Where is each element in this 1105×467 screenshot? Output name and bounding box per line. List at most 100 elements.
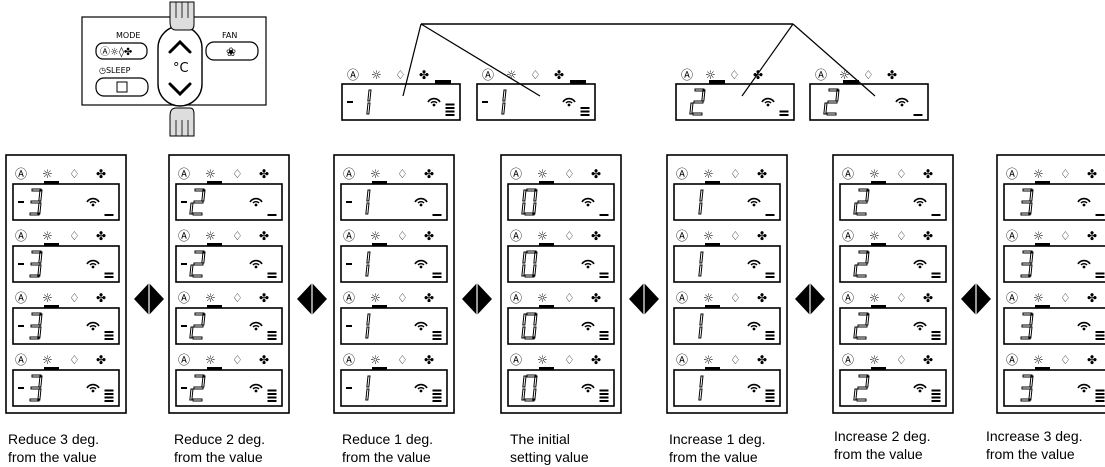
cool-mode-icon: ✤ [96,229,106,243]
swing-icon-dot [419,327,423,331]
caption-reduce-3: Reduce 3 deg. from the value [8,430,99,466]
digit-segment [192,398,203,402]
digit-segment [856,274,867,278]
fan-speed-bar [580,107,590,109]
dry-mode-icon: ♢ [232,229,243,243]
auto-mode-icon: Ⓐ [178,167,190,181]
fan-button [205,41,259,61]
fan-speed-bar [599,334,609,337]
swing-icon-inner [584,325,592,328]
caption-line-1: Increase 2 deg. [834,428,931,444]
fan-speed-bar [1095,400,1105,402]
swing-icon-dot [432,103,436,107]
digit-segment [365,264,370,277]
cool-mode-icon: ✤ [96,167,106,181]
cool-mode-icon: ✤ [424,353,434,367]
top-lcd-display [675,83,795,121]
swing-icon [747,321,761,327]
swing-icon-dot [567,103,571,107]
minus-sign [482,101,488,103]
fan-speed-bar [599,396,609,399]
cool-mode-icon: ✤ [591,291,601,305]
fan-speed-bar [104,393,114,395]
dry-mode-icon: ♢ [863,68,874,82]
lcd-display [340,307,448,345]
digit-segment [367,89,372,102]
swing-icon-dot [254,389,258,393]
swing-icon [581,383,595,389]
digit-segment [193,324,204,328]
mode-indicator-bar [709,80,725,85]
dry-mode-icon: ♢ [232,291,243,305]
heat-mode-icon: ☼ [703,353,714,367]
dry-mode-icon: ♢ [730,353,741,367]
caption-reduce-2: Reduce 2 deg. from the value [174,430,265,466]
temp-up-icon [168,39,192,54]
heat-mode-icon: ☼ [703,291,714,305]
fan-speed-bar [1095,334,1105,337]
lcd-frame [507,307,615,345]
fan-speed-bar [599,272,609,275]
swing-icon [913,197,927,203]
dry-mode-icon: ♢ [1060,229,1071,243]
lcd-display [673,307,781,345]
heat-mode-icon: ☼ [42,353,53,367]
fan-speed-bar [104,389,114,392]
cool-mode-icon: ✤ [96,291,106,305]
fan-speed-bar [432,214,442,216]
lcd-frame [175,307,283,345]
fan-speed-bar [267,396,277,399]
swing-icon [414,259,428,265]
lcd-display [839,245,947,283]
digit-segment [1021,386,1032,390]
swing-icon [913,321,927,327]
heat-mode-icon: ☼ [370,229,381,243]
fan-speed-bar [765,334,775,337]
heat-mode-icon: ☼ [1033,229,1044,243]
lcd-display [1003,245,1105,283]
swing-icon-dot [752,203,756,207]
minus-sign [181,387,187,389]
caption-increase-2: Increase 2 deg. from the value [834,427,931,463]
cool-mode-icon: ✤ [923,291,933,305]
auto-mode-icon: Ⓐ [178,229,190,243]
fan-speed-bar [104,214,114,216]
fan-speed-bar [432,334,442,337]
swing-icon-dot [1082,327,1086,331]
auto-mode-icon: Ⓐ [510,167,522,181]
fan-speed-bar [1095,396,1105,399]
minus-sign [181,201,187,203]
lcd-display [12,307,120,345]
auto-mode-icon: Ⓐ [347,68,359,82]
caption-line-2: setting value [510,449,589,465]
fan-speed-bar [765,393,775,395]
fan-speed-bar [267,276,277,278]
swing-icon-inner [565,101,573,104]
temperature-step-group: Ⓐ☼♢✤Ⓐ☼♢✤Ⓐ☼♢✤Ⓐ☼♢✤ [666,154,788,414]
dry-mode-icon: ♢ [729,68,740,82]
fan-speed-bar [445,103,455,106]
lcd-frame [175,245,283,283]
swing-icon-dot [254,203,258,207]
heat-mode-icon: ☼ [869,229,880,243]
auto-mode-icon: Ⓐ [1006,229,1018,243]
cool-mode-icon: ✤ [1087,353,1097,367]
fan-speed-bar [1095,389,1105,392]
minus-sign [346,201,352,203]
mode-indicator-bar [570,80,586,85]
heat-mode-icon: ☼ [370,167,381,181]
lcd-display [340,369,448,407]
caption-increase-1: Increase 1 deg. from the value [669,430,766,466]
connector-line [402,23,422,97]
digit-segment [366,375,371,388]
swing-icon-inner [89,263,97,266]
digit-segment [30,386,41,390]
fan-label: FAN [222,31,237,40]
dry-mode-icon: ♢ [397,167,408,181]
minus-sign [18,387,24,389]
fan-speed-bar [432,393,442,395]
transition-arrow-icon [297,283,327,315]
swing-icon-inner [417,325,425,328]
top-display-row: Ⓐ☼♢✤Ⓐ☼♢✤Ⓐ☼♢✤Ⓐ☼♢✤ [341,23,929,121]
digit-segment [30,200,41,204]
